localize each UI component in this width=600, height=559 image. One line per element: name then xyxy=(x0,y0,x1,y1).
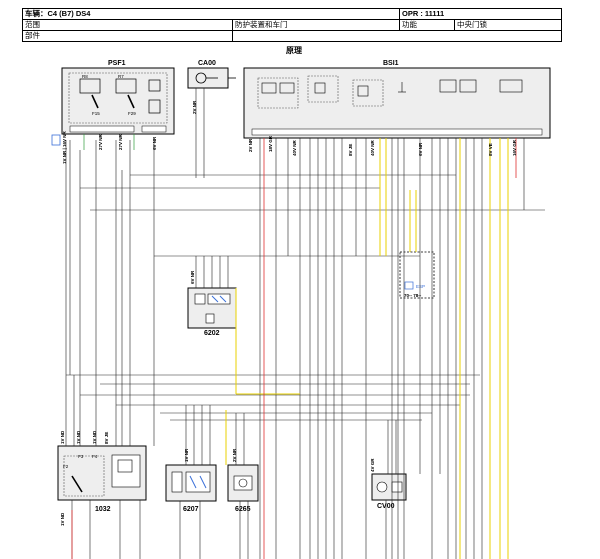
label-1032-8vje: 8V JE xyxy=(104,432,109,444)
esp-pins-label: 70-- 78-- xyxy=(404,293,422,298)
relay-r7-label: R7 xyxy=(118,74,124,79)
component-psf1: PSF1 R8 R7 F15 F29 xyxy=(61,60,175,135)
component-label: 部件 xyxy=(25,31,40,40)
label-psf1-27v-b: 27V NR xyxy=(118,133,123,150)
fuse-f2-label: F2 xyxy=(63,464,69,469)
component-6207: 6207 xyxy=(165,464,217,513)
label-6202-6v: 6V NR xyxy=(190,270,195,284)
header-table: 车辆：C4 (B7) DS4 OPR : 11111 范围 防护装置和车门 功能… xyxy=(22,8,562,42)
label-cv00-4vgr: 4V GR xyxy=(370,458,375,472)
c6202-label: 6202 xyxy=(204,330,220,337)
wires-black xyxy=(65,88,545,559)
psf1-label: PSF1 xyxy=(108,60,126,67)
connector-labels: 1V NR | 16V NR 27V NR 27V NR 6V NR 2V NR… xyxy=(60,100,517,526)
label-ca00-2v: 2V NR xyxy=(192,100,197,114)
label-bsi-8vve: 8V VE xyxy=(488,143,493,156)
vehicle-label: 车辆：C4 (B7) DS4 xyxy=(25,9,91,18)
fuse-f29-label: F29 xyxy=(128,111,136,116)
component-6202: 6202 xyxy=(187,287,237,337)
fuse-f3-label: F3 xyxy=(78,454,84,459)
c6265-label: 6265 xyxy=(235,506,251,513)
opr-label: OPR : 11111 xyxy=(399,9,561,19)
label-psf1-left: 1V NR | 16V NR xyxy=(62,130,67,164)
component-1032: F2 F3 F4 1032 xyxy=(57,445,147,513)
component-ca00: CA00 xyxy=(187,60,236,89)
wires-green xyxy=(83,134,135,150)
label-1032-1vnd-b: 1V ND xyxy=(76,430,81,444)
fuse-f15-label: F15 xyxy=(92,111,100,116)
wires-red xyxy=(71,138,517,559)
label-6265-2v: 2V NR xyxy=(232,448,237,462)
component-esp: ESP 70-- 78-- xyxy=(399,251,435,299)
component-cv00: CV00 xyxy=(371,473,407,510)
function-label: 功能 xyxy=(399,20,454,30)
label-psf1-27v: 27V NR xyxy=(98,133,103,150)
ca00-label: CA00 xyxy=(198,60,216,67)
label-psf1-6v: 6V NR xyxy=(152,136,157,150)
label-1032-bottom: 1V ND xyxy=(60,512,65,526)
wires-yellow xyxy=(225,138,509,559)
label-bsi-40v-b: 40V NR xyxy=(370,139,375,156)
function-value: 中央门锁 xyxy=(454,20,561,30)
relay-r8 xyxy=(79,78,101,94)
header-row-vehicle: 车辆：C4 (B7) DS4 OPR : 11111 xyxy=(23,9,561,20)
label-bsi-6v: 6V NR xyxy=(418,142,423,156)
label-bsi-8vje: 8V JE xyxy=(348,144,353,156)
label-bsi-40v: 40V NR xyxy=(292,139,297,156)
label-bsi-2v: 2V NR xyxy=(248,138,253,152)
label-6207-1v: 1V NR xyxy=(184,448,189,462)
relay-r7 xyxy=(115,78,137,94)
label-1032-1vnd-c: 1V ND xyxy=(92,430,97,444)
scope-label: 范围 xyxy=(25,20,40,29)
label-bsi-16vgr: 16V GR xyxy=(512,139,517,156)
label-bsi-18v: 18V GR xyxy=(268,135,273,152)
fuse-f4-label: F4 xyxy=(92,454,98,459)
fuse-f15 xyxy=(91,94,99,109)
component-6265: 6265 xyxy=(227,464,259,513)
component-bsi1: BSI1 xyxy=(243,60,551,139)
relay-r8-label: R8 xyxy=(82,74,88,79)
component-value xyxy=(232,31,561,41)
fuse-f29 xyxy=(127,94,135,109)
ground-icon xyxy=(51,134,61,146)
c6207-label: 6207 xyxy=(183,506,199,513)
header-row-component: 部件 xyxy=(23,31,561,41)
label-1032-1vnd: 1V ND xyxy=(60,430,65,444)
header-row-scope: 范围 防护装置和车门 功能 中央门锁 xyxy=(23,20,561,31)
scope-value: 防护装置和车门 xyxy=(232,20,399,30)
esp-label: ESP xyxy=(416,284,425,289)
bsi1-label: BSI1 xyxy=(383,60,399,67)
diagram-title: 原理 xyxy=(286,46,302,55)
c1032-label: 1032 xyxy=(95,506,111,513)
